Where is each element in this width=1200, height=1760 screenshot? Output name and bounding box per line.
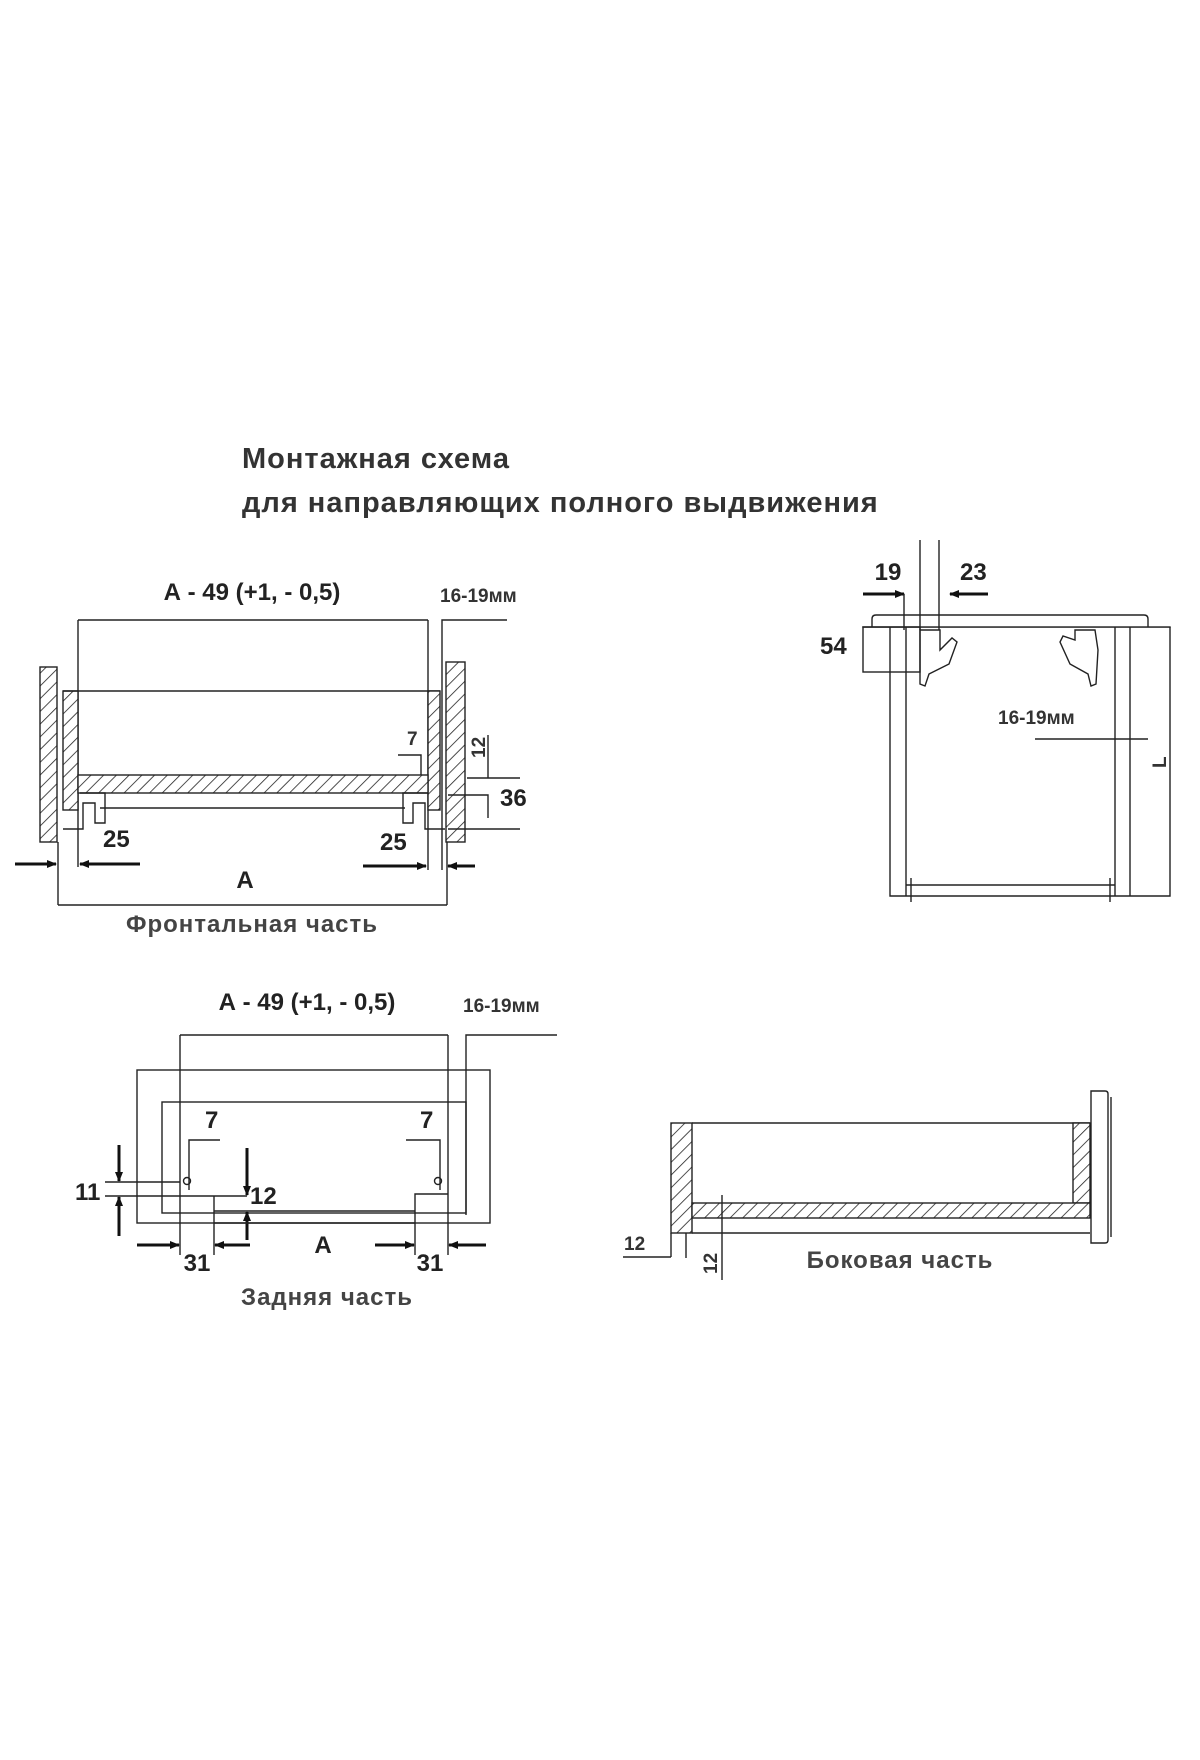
rear-outer-outline — [136, 1069, 491, 1224]
left-rail-profile — [63, 792, 106, 830]
top-54-block — [862, 626, 921, 673]
side-dim-12-vertical: 12 — [701, 1253, 722, 1274]
rear-thickness-label: 16-19мм — [463, 996, 540, 1017]
front-thickness-label: 16-19мм — [440, 586, 517, 607]
front-dim-25-left: 25 — [103, 826, 130, 853]
rear-dim-7-left: 7 — [205, 1107, 218, 1134]
top-view: 19 23 54 16-19мм L — [820, 540, 1171, 902]
rear-dim-31-right: 31 — [417, 1250, 444, 1277]
side-view: 12 12 Боковая часть — [623, 1090, 1112, 1280]
front-dim-7: 7 — [407, 729, 418, 750]
front-dim-A: А — [236, 867, 253, 894]
top-thickness-label: 16-19мм — [998, 708, 1075, 729]
rear-caption: Задняя часть — [241, 1284, 413, 1311]
rear-dim-31-left: 31 — [184, 1250, 211, 1277]
rear-dim-11: 11 — [75, 1179, 100, 1206]
rear-width-formula: А - 49 (+1, - 0,5) — [219, 989, 396, 1016]
front-width-formula: А - 49 (+1, - 0,5) — [164, 579, 341, 606]
right-rail-profile — [402, 792, 445, 830]
front-dim-25-right: 25 — [380, 829, 407, 856]
side-dim-12-horizontal: 12 — [624, 1234, 645, 1255]
rear-dim-A: А — [314, 1232, 331, 1259]
title-line-1: Монтажная схема — [242, 443, 510, 475]
side-back-panel — [670, 1122, 693, 1234]
side-caption: Боковая часть — [807, 1247, 994, 1274]
top-dim-23: 23 — [960, 559, 987, 586]
right-drawer-side — [427, 690, 441, 811]
rear-view: А - 49 (+1, - 0,5) 16-19мм 7 7 11 12 31 … — [75, 989, 557, 1311]
side-drawer-front — [1090, 1090, 1109, 1244]
right-rail-mechanism — [1059, 629, 1099, 687]
front-view: А - 49 (+1, - 0,5) 16-19мм 7 12 36 25 25… — [15, 579, 527, 938]
top-dim-19: 19 — [875, 559, 902, 586]
rear-hole-left — [182, 1176, 192, 1186]
top-drawer-front — [871, 614, 1149, 627]
top-dim-L: L — [1150, 756, 1171, 768]
title-line-2: для направляющих полного выдвижения — [242, 487, 879, 519]
top-dim-54: 54 — [820, 633, 847, 660]
front-dim-12: 12 — [469, 737, 490, 758]
rear-inner-outline — [161, 1101, 467, 1214]
front-caption: Фронтальная часть — [126, 911, 378, 938]
right-cabinet-wall — [445, 661, 466, 843]
drawer-bottom — [77, 774, 429, 794]
left-cabinet-wall — [39, 666, 58, 843]
side-front-inner — [1072, 1122, 1091, 1204]
front-dim-36: 36 — [500, 785, 527, 812]
rear-hole-right — [433, 1176, 443, 1186]
side-drawer-bottom — [691, 1202, 1091, 1219]
rear-dim-12: 12 — [250, 1183, 277, 1210]
rear-dim-7-right: 7 — [420, 1107, 433, 1134]
left-drawer-side — [62, 690, 79, 811]
left-rail-mechanism — [919, 629, 958, 687]
